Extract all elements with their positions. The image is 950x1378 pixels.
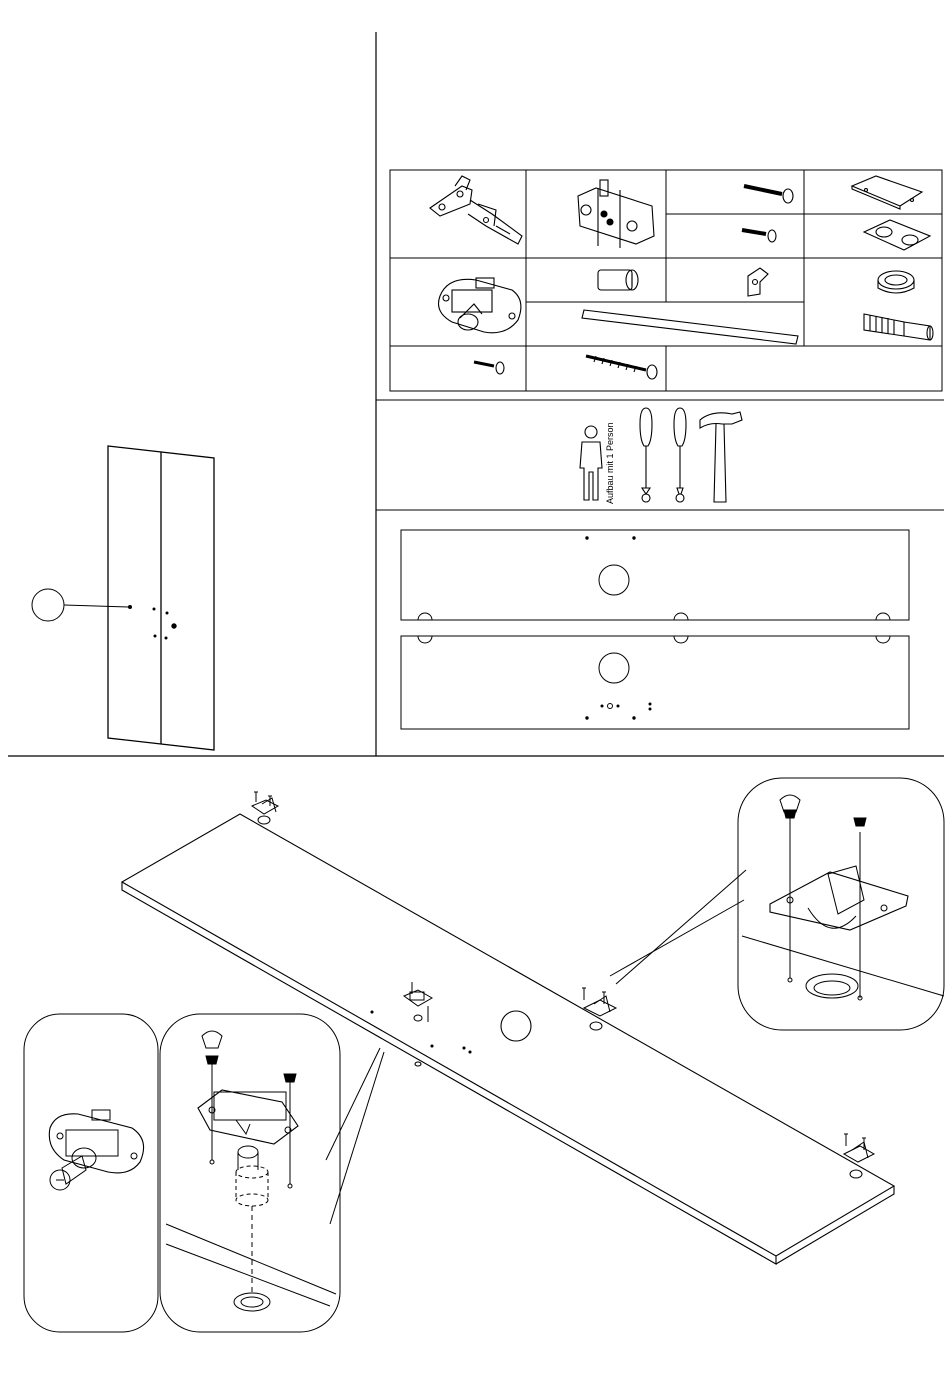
lock-install-detail-bubble — [160, 1014, 340, 1332]
hinge-on-door-3 — [844, 1134, 874, 1178]
front-panel-top — [401, 530, 909, 620]
hinge-on-door-1 — [252, 792, 278, 824]
hammer-icon — [700, 412, 742, 502]
double-cap-plate-icon — [864, 220, 930, 250]
lock-cylinder-icon — [598, 270, 638, 290]
plastic-grommet-icon — [878, 271, 914, 293]
hinge-hole-markers-bottom — [418, 636, 890, 643]
metal-rod-icon — [582, 310, 798, 344]
long-wood-screw-icon — [586, 356, 657, 379]
phillips-screwdriver-icon — [640, 408, 652, 502]
person-icon — [580, 426, 602, 500]
flat-screwdriver-icon — [674, 408, 686, 502]
hinge-on-door-2 — [582, 988, 616, 1030]
wardrobe-doors-overview — [32, 446, 214, 750]
lock-cam-icon — [748, 268, 768, 296]
lock-detail-bubble — [24, 1014, 158, 1332]
hinge-mounting-plate-icon — [578, 180, 654, 248]
detail-callout-circle — [32, 589, 64, 621]
hinge-hole-markers-top — [418, 613, 890, 620]
door-panel-perspective — [122, 814, 894, 1264]
assembly-person-text: Aufbau mit 1 Person — [606, 422, 615, 504]
front-panel-bottom — [401, 636, 909, 729]
threaded-dowel-icon — [864, 314, 933, 340]
assembly-person-label: Aufbau mit 1 Person — [606, 420, 626, 504]
page-dividers — [8, 32, 944, 756]
short-wood-screw-icon — [474, 362, 504, 374]
lock-on-door — [404, 982, 432, 1022]
cam-lock-body-icon — [439, 278, 521, 333]
callout-lines — [326, 870, 746, 1224]
concealed-hinge-icon — [430, 176, 522, 244]
round-head-screw-large-icon — [744, 186, 793, 203]
hinge-detail-bubble — [738, 778, 944, 1030]
round-head-screw-small-icon — [742, 230, 776, 242]
hardware-table — [390, 170, 942, 391]
cover-plate-icon — [852, 176, 922, 209]
door-center-circle — [501, 1011, 531, 1041]
